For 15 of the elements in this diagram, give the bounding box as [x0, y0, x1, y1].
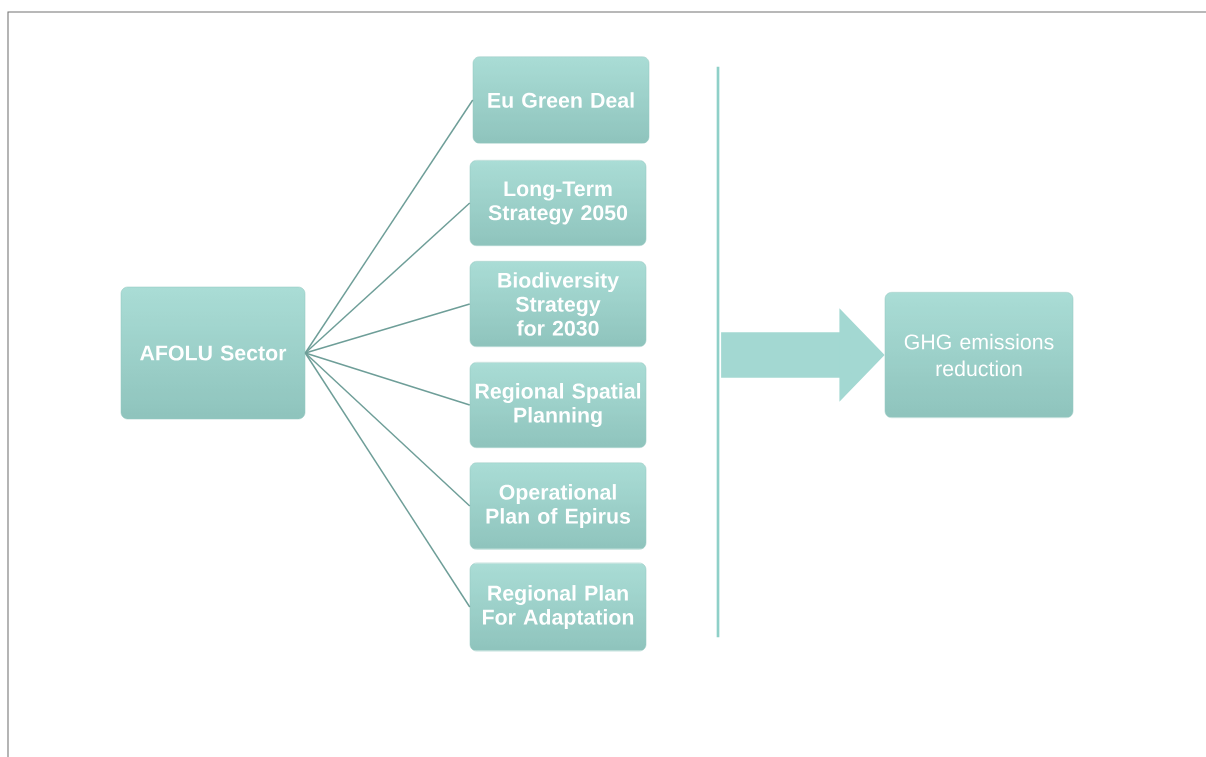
process-box: Operational Plan of Epirus	[469, 462, 647, 550]
process-box: Long-Term Strategy 2050	[469, 160, 647, 246]
connector-line	[304, 352, 471, 608]
connector-line	[304, 352, 471, 406]
process-box: GHG emissions reduction	[884, 292, 1074, 418]
process-box: Biodiversity Strategy for 2030	[469, 261, 647, 347]
process-box: Regional Spatial Planning	[469, 362, 647, 448]
divider-bar	[716, 66, 720, 638]
process-box: AFOLU Sector	[120, 286, 306, 420]
process-box: Eu Green Deal	[472, 56, 650, 144]
connector-line	[304, 352, 471, 507]
process-box: Regional Plan For Adaptation	[469, 562, 647, 652]
connector-line	[304, 303, 471, 354]
connector-line	[304, 202, 471, 354]
connector-line	[304, 99, 474, 354]
